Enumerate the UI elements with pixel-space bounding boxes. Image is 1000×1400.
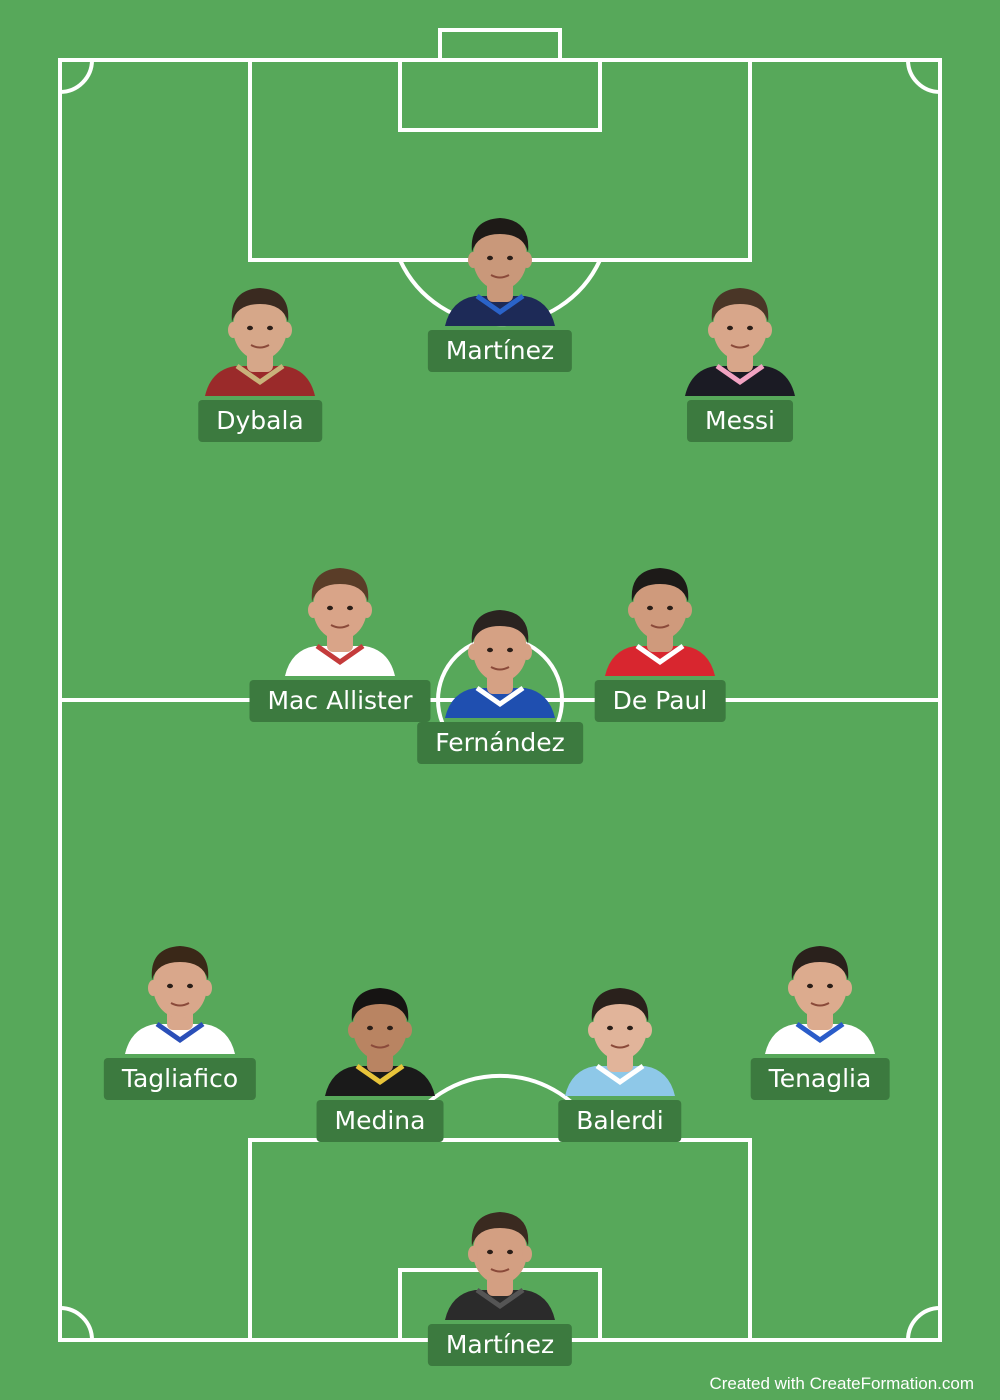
player-name-tag: De Paul [594,680,726,722]
corner-arc-bl [59,1306,94,1341]
top-goal [438,28,562,62]
player-portrait-icon [125,946,235,1054]
credit-text: Created with CreateFormation.com [709,1374,974,1393]
player-name-tag: Tenaglia [750,1058,890,1100]
player-photo [565,978,675,1096]
player-name-tag: Dybala [198,400,322,442]
player-photo [445,600,555,718]
player-portrait-icon [565,988,675,1096]
player-portrait-icon [605,568,715,676]
player-name-tag: Martínez [427,1324,573,1366]
player-photo [125,936,235,1054]
player-photo [205,278,315,396]
player-portrait-icon [325,988,435,1096]
corner-arc-tr [906,59,941,94]
player-photo [325,978,435,1096]
player-name-tag: Messi [687,400,793,442]
top-goal-area [398,58,602,132]
player-name-tag: Mac Allister [249,680,431,722]
player-portrait-icon [445,218,555,326]
player-photo [605,558,715,676]
player-name-tag: Fernández [417,722,583,764]
player-portrait-icon [765,946,875,1054]
player-photo [445,1202,555,1320]
player-portrait-icon [685,288,795,396]
player-photo [685,278,795,396]
player-portrait-icon [285,568,395,676]
player-portrait-icon [205,288,315,396]
player-photo [285,558,395,676]
player-photo [765,936,875,1054]
player-name-tag: Tagliafico [103,1058,257,1100]
corner-arc-tl [59,59,94,94]
player-name-tag: Balerdi [558,1100,682,1142]
player-portrait-icon [445,1212,555,1320]
player-portrait-icon [445,610,555,718]
player-name-tag: Martínez [427,330,573,372]
corner-arc-br [906,1306,941,1341]
player-photo [445,208,555,326]
player-name-tag: Medina [316,1100,444,1142]
